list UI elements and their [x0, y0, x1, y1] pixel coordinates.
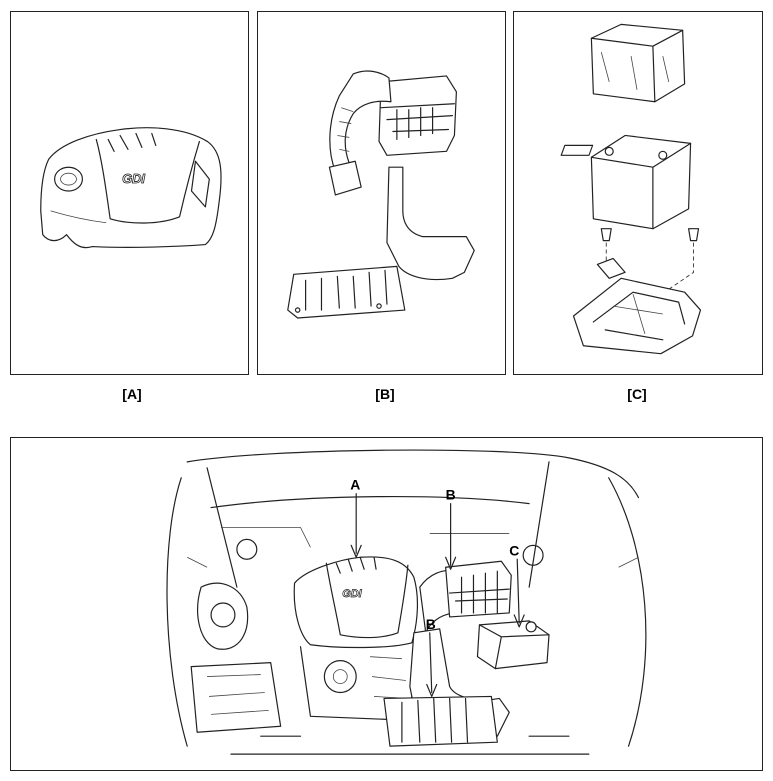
- panel-a-label: [A]: [122, 386, 142, 402]
- panel-engine-bay-overview: GDI A B B C: [10, 437, 763, 771]
- panel-engine-cover: GDI: [10, 11, 249, 375]
- battery-drawing: [560, 23, 702, 355]
- panel-air-cleaner: [257, 11, 506, 375]
- engine-bay-drawing: GDI A B B C: [166, 449, 647, 755]
- panel-c-label: [C]: [627, 386, 647, 402]
- gdi-logo: GDI: [122, 171, 145, 186]
- overview-gdi-logo: GDI: [342, 588, 362, 600]
- engine-cover-drawing: GDI: [40, 127, 222, 249]
- callout-c: C: [509, 542, 519, 558]
- callout-b-top: B: [446, 487, 456, 503]
- panel-battery: [513, 11, 763, 375]
- callout-b-mid: B: [426, 616, 436, 632]
- callout-a: A: [350, 477, 360, 493]
- panel-b-label: [B]: [375, 386, 395, 402]
- air-cleaner-drawing: [287, 70, 475, 319]
